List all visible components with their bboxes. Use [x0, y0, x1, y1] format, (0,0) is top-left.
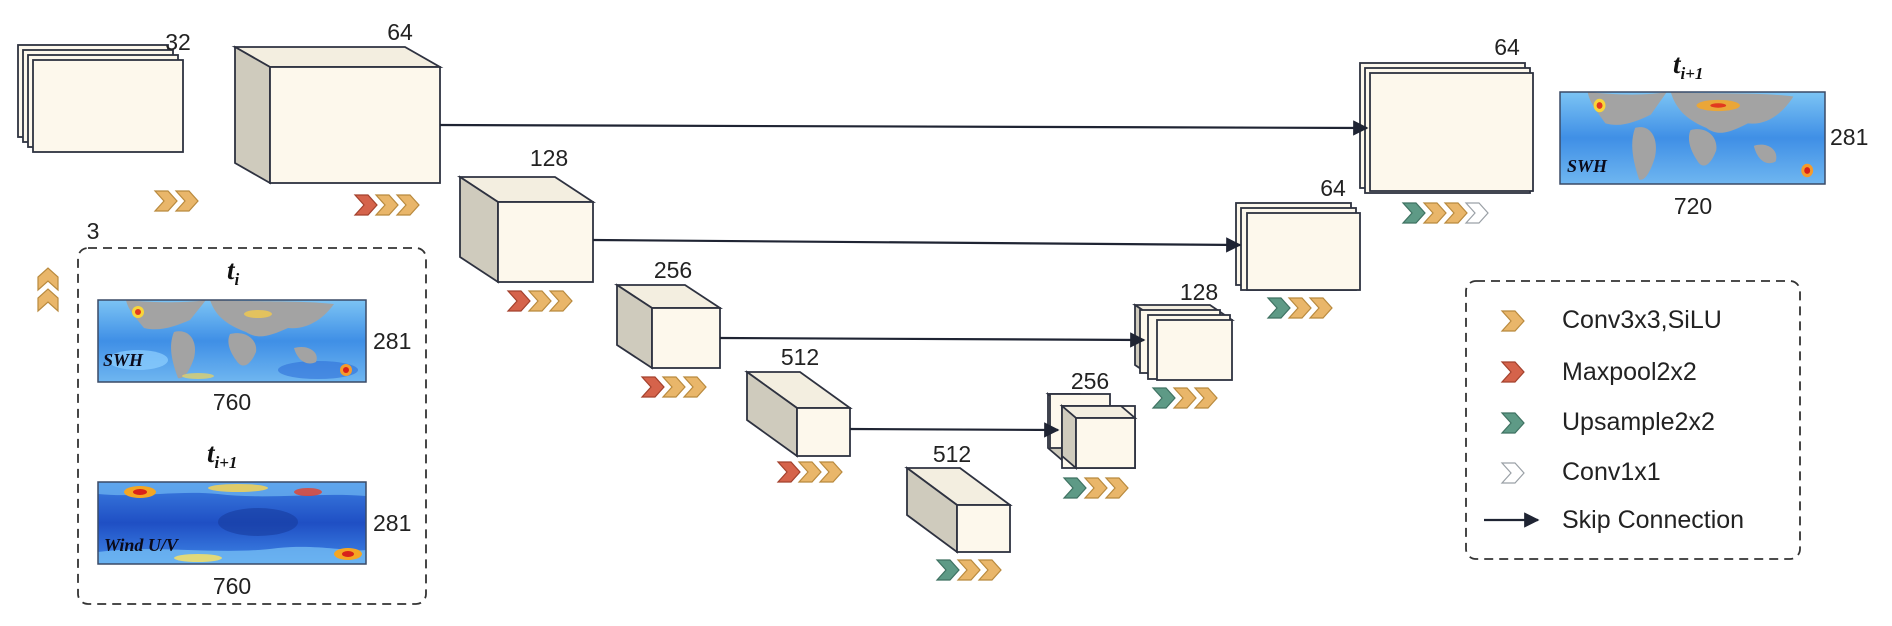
skip-connection-64 — [439, 120, 1369, 136]
channels-label-256: 256 — [654, 257, 692, 283]
wind-input-name: Wind U/V — [104, 535, 180, 555]
legend-label-maxpool: Maxpool2x2 — [1562, 358, 1697, 386]
bottleneck-conv-chevron-2 — [957, 559, 981, 581]
encoder-block-512 — [744, 370, 853, 458]
enc2-maxpool-chevron-1 — [354, 194, 378, 216]
output-time-label: ti+1 — [1673, 49, 1703, 83]
swh-input-height: 281 — [373, 328, 411, 354]
enc5-maxpool-chevron-1 — [777, 461, 801, 483]
enc1-conv-chevron-1 — [154, 190, 178, 212]
dec4-conv-chevron-2 — [1084, 477, 1108, 499]
encoder-block-32 — [17, 44, 184, 153]
enc2-conv-chevron-2 — [375, 194, 399, 216]
bottleneck-block-512 — [904, 466, 1013, 554]
decoder-block-64-output — [1359, 62, 1534, 194]
wind-input-map — [97, 481, 367, 565]
dec3-upsample-chevron-1 — [1152, 387, 1176, 409]
wind-input-height: 281 — [373, 510, 411, 536]
enc3-conv-chevron-3 — [549, 290, 573, 312]
legend-panel — [1465, 280, 1801, 560]
encoder-block-128 — [456, 175, 597, 284]
enc2-conv-chevron-3 — [396, 194, 420, 216]
dec4-upsample-chevron-1 — [1063, 477, 1087, 499]
legend-conv1x1-chevron — [1501, 462, 1525, 484]
enc1-conv-chevron-2 — [175, 190, 199, 212]
channels-label-512-bottleneck: 512 — [933, 441, 971, 467]
decoder-block-64 — [1235, 202, 1361, 291]
enc3-conv-chevron-2 — [528, 290, 552, 312]
decoder-block-256 — [1045, 392, 1138, 470]
enc4-maxpool-chevron-1 — [641, 376, 665, 398]
input-next-time-label: ti+1 — [207, 438, 237, 472]
input-conv-chevron-2 — [37, 288, 59, 312]
dec2-conv-chevron-3 — [1309, 297, 1333, 319]
legend-label-upsample: Upsample2x2 — [1562, 408, 1715, 436]
legend-upsample-chevron — [1501, 412, 1525, 434]
channels-label-128-decoder: 128 — [1180, 279, 1218, 305]
legend-label-conv: Conv3x3,SiLU — [1562, 306, 1722, 334]
swh-output-map — [1559, 91, 1826, 185]
legend-conv-chevron — [1501, 310, 1525, 332]
swh-input-width: 760 — [213, 389, 251, 415]
legend-maxpool-chevron — [1501, 361, 1525, 383]
channels-label-64-output: 64 — [1494, 34, 1520, 60]
skip-connection-512 — [849, 422, 1060, 438]
dec3-conv-chevron-2 — [1173, 387, 1197, 409]
dec1-upsample-chevron-1 — [1402, 202, 1426, 224]
enc5-conv-chevron-2 — [798, 461, 822, 483]
dec1-conv-chevron-2 — [1423, 202, 1447, 224]
swh-output-name: SWH — [1567, 156, 1608, 176]
dec1-conv1x1-chevron-4 — [1465, 202, 1489, 224]
swh-output-height: 281 — [1830, 124, 1868, 150]
swh-input-map — [97, 299, 367, 383]
channels-label-128: 128 — [530, 145, 568, 171]
wind-input-width: 760 — [213, 573, 251, 599]
swh-output-width: 720 — [1674, 193, 1712, 219]
legend-label-conv1x1: Conv1x1 — [1562, 458, 1661, 486]
dec4-conv-chevron-3 — [1105, 477, 1129, 499]
dec2-conv-chevron-2 — [1288, 297, 1312, 319]
enc3-maxpool-chevron-1 — [507, 290, 531, 312]
legend-swatches — [1501, 310, 1525, 484]
skip-connection-256 — [719, 332, 1146, 348]
enc4-conv-chevron-3 — [683, 376, 707, 398]
legend-label-skip: Skip Connection — [1562, 506, 1744, 534]
input-time-label: ti — [227, 255, 240, 289]
dec2-upsample-chevron-1 — [1267, 297, 1291, 319]
swh-input-name: SWH — [103, 350, 144, 370]
input-panel — [77, 247, 427, 605]
input-conv-chevron-1 — [37, 267, 59, 291]
dec3-conv-chevron-3 — [1194, 387, 1218, 409]
decoder-block-128 — [1132, 303, 1235, 381]
channels-label-64-decoder: 64 — [1320, 175, 1346, 201]
enc4-conv-chevron-2 — [662, 376, 686, 398]
channels-label-256-decoder: 256 — [1071, 368, 1109, 394]
channels-label-512: 512 — [781, 344, 819, 370]
skip-connection-128 — [592, 237, 1242, 253]
encoder-block-256 — [613, 283, 724, 370]
encoder-block-64 — [231, 45, 444, 185]
bottleneck-upsample-chevron-1 — [936, 559, 960, 581]
bottleneck-conv-chevron-3 — [978, 559, 1002, 581]
channels-label-3: 3 — [87, 218, 100, 244]
dec1-conv-chevron-3 — [1444, 202, 1468, 224]
enc5-conv-chevron-3 — [819, 461, 843, 483]
channels-label-64: 64 — [387, 19, 413, 45]
channels-label-32: 32 — [165, 29, 191, 55]
